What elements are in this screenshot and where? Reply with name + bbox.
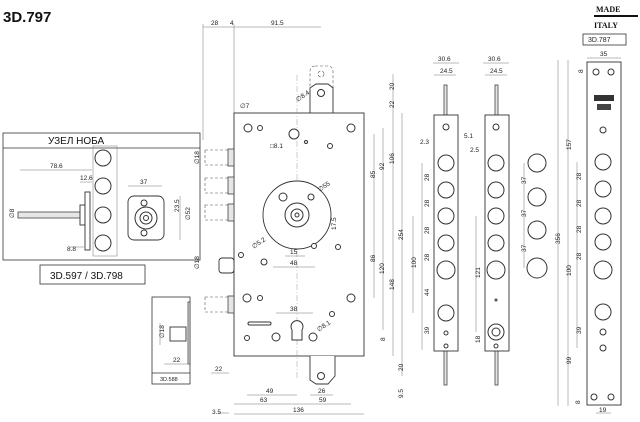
knob-assembly-panel: УЗЕЛ НОБА 78.6 12.6 ∅8 8.8 37 23.5 ∅52 [2, 132, 201, 261]
dimension-label: 157 [566, 139, 573, 150]
dimension-label: 63 [260, 397, 268, 404]
dimension-label: 8 [578, 69, 585, 73]
dimension-label: ∅18 [194, 151, 201, 164]
dimension-label: 106 [389, 153, 396, 164]
dimension-label: 148 [389, 279, 396, 290]
brand-mark [594, 95, 614, 101]
dimension-label: 100 [566, 265, 573, 276]
dimension-label: 85 [370, 170, 377, 178]
dimension-label: 28 [211, 20, 219, 27]
cylinder-3d588-panel: 3D.588 ∅18 22 [151, 296, 191, 385]
dimension-label: ∅7 [240, 103, 250, 110]
dimension-label: 23.5 [174, 199, 181, 212]
dimension-label: 28 [576, 225, 583, 233]
dimension-label: ∅18 [159, 325, 166, 338]
dimension-label: 3D.588 [160, 377, 178, 383]
dimension-label: 37 [140, 179, 148, 186]
dimension-label: 37 [521, 176, 528, 184]
dimension-label: 59 [319, 397, 327, 404]
dimension-label: 8.8 [67, 246, 76, 253]
dimension-label: 86 [370, 254, 377, 262]
dimension-label: 37 [521, 209, 528, 217]
dimension-label: 99 [566, 356, 573, 364]
dimension-label: 28 [424, 253, 431, 261]
dimension-label: 39 [576, 326, 583, 334]
dimension-label: 44 [424, 288, 431, 296]
dimension-label: 8 [575, 400, 582, 404]
strip-2: 30.6 24.5 121 18 [475, 56, 510, 386]
dimension-label: 24.5 [440, 68, 453, 75]
dimension-label: 9.5 [398, 389, 405, 398]
dimension-label: 38 [290, 306, 298, 313]
knob-header: УЗЕЛ НОБА [48, 136, 105, 147]
spindle [17, 211, 85, 219]
made-in-italy-logo: MADE ITALY [594, 5, 638, 30]
dimension-label: 22 [215, 366, 223, 373]
dimension-label: ∅8.4 [295, 89, 311, 103]
dimension-label: 22 [389, 100, 396, 108]
dimension-label: 20 [398, 363, 405, 371]
overall-dims: 157 356 100 99 [555, 60, 573, 406]
dimension-label: 24.5 [490, 68, 503, 75]
knob-caption: 3D.597 / 3D.798 [50, 271, 123, 282]
dimension-label: 28 [576, 199, 583, 207]
dimension-label: 78.6 [50, 163, 63, 170]
dimension-label: 92 [379, 162, 386, 170]
dimension-label: 4 [230, 20, 234, 27]
dimension-label: 30.6 [438, 56, 451, 63]
dimension-label: 28 [424, 173, 431, 181]
dimension-label: 26 [318, 388, 326, 395]
dimension-label: 254 [398, 229, 405, 240]
dimension-label: 5.1 [464, 133, 473, 140]
dimension-label: 39 [424, 326, 431, 334]
dimension-label: 3.5 [212, 409, 221, 416]
dimension-label: 18 [475, 335, 482, 343]
dimension-label: 12.6 [80, 175, 93, 182]
dimension-label: ∅52 [185, 207, 192, 220]
roller-column: 37 37 37 [521, 153, 548, 279]
dimension-label: 28 [424, 226, 431, 234]
dimension-label: 48 [290, 260, 298, 267]
dimension-label: 17.5 [331, 217, 338, 230]
dimension-label: 120 [379, 263, 386, 274]
dimension-label: 91.5 [271, 20, 284, 27]
drawing-title: 3D.797 [3, 9, 51, 26]
cylinder-keyhole [290, 320, 304, 341]
strike-plate: 3D.787 35 8 28 28 28 28 39 8 19 [575, 33, 627, 414]
lock-case: 28 4 91.5 ∅7 ∅8.4 □8.1 ∅55 ∅5.2 [194, 20, 405, 416]
dimension-label: 8 [380, 337, 387, 341]
dimension-label: 19 [599, 407, 607, 414]
dimension-label: 100 [411, 257, 418, 268]
dimension-label: 30.6 [488, 56, 501, 63]
dimension-label: 28 [576, 252, 583, 260]
dimension-label: 136 [293, 407, 304, 414]
dimension-label: 121 [475, 267, 482, 278]
dimension-label: 37 [521, 244, 528, 252]
svg-text:MADE: MADE [596, 5, 620, 14]
knob-caption-box [39, 264, 146, 285]
dimension-label: 2.3 [420, 139, 429, 146]
dimension-label: 35 [600, 51, 608, 58]
dimension-label: 3D.787 [588, 37, 611, 44]
strip-1: 30.6 24.5 2.3 5.1 2.5 28 28 28 28 44 39 … [411, 56, 479, 386]
dimension-label: 28 [424, 199, 431, 207]
dimension-label: 356 [555, 233, 562, 244]
dimension-label: 49 [266, 388, 274, 395]
dimension-label: 2.5 [470, 147, 479, 154]
dimension-label: ∅18 [194, 256, 201, 269]
svg-text:ITALY: ITALY [594, 21, 618, 30]
dimension-label: ∅8 [9, 208, 16, 218]
dimension-label: 20 [389, 82, 396, 90]
dimension-label: 28 [576, 172, 583, 180]
dimension-label: □8.1 [270, 143, 283, 150]
dimension-label: 15 [290, 249, 298, 256]
dimension-label: 22 [173, 357, 181, 364]
